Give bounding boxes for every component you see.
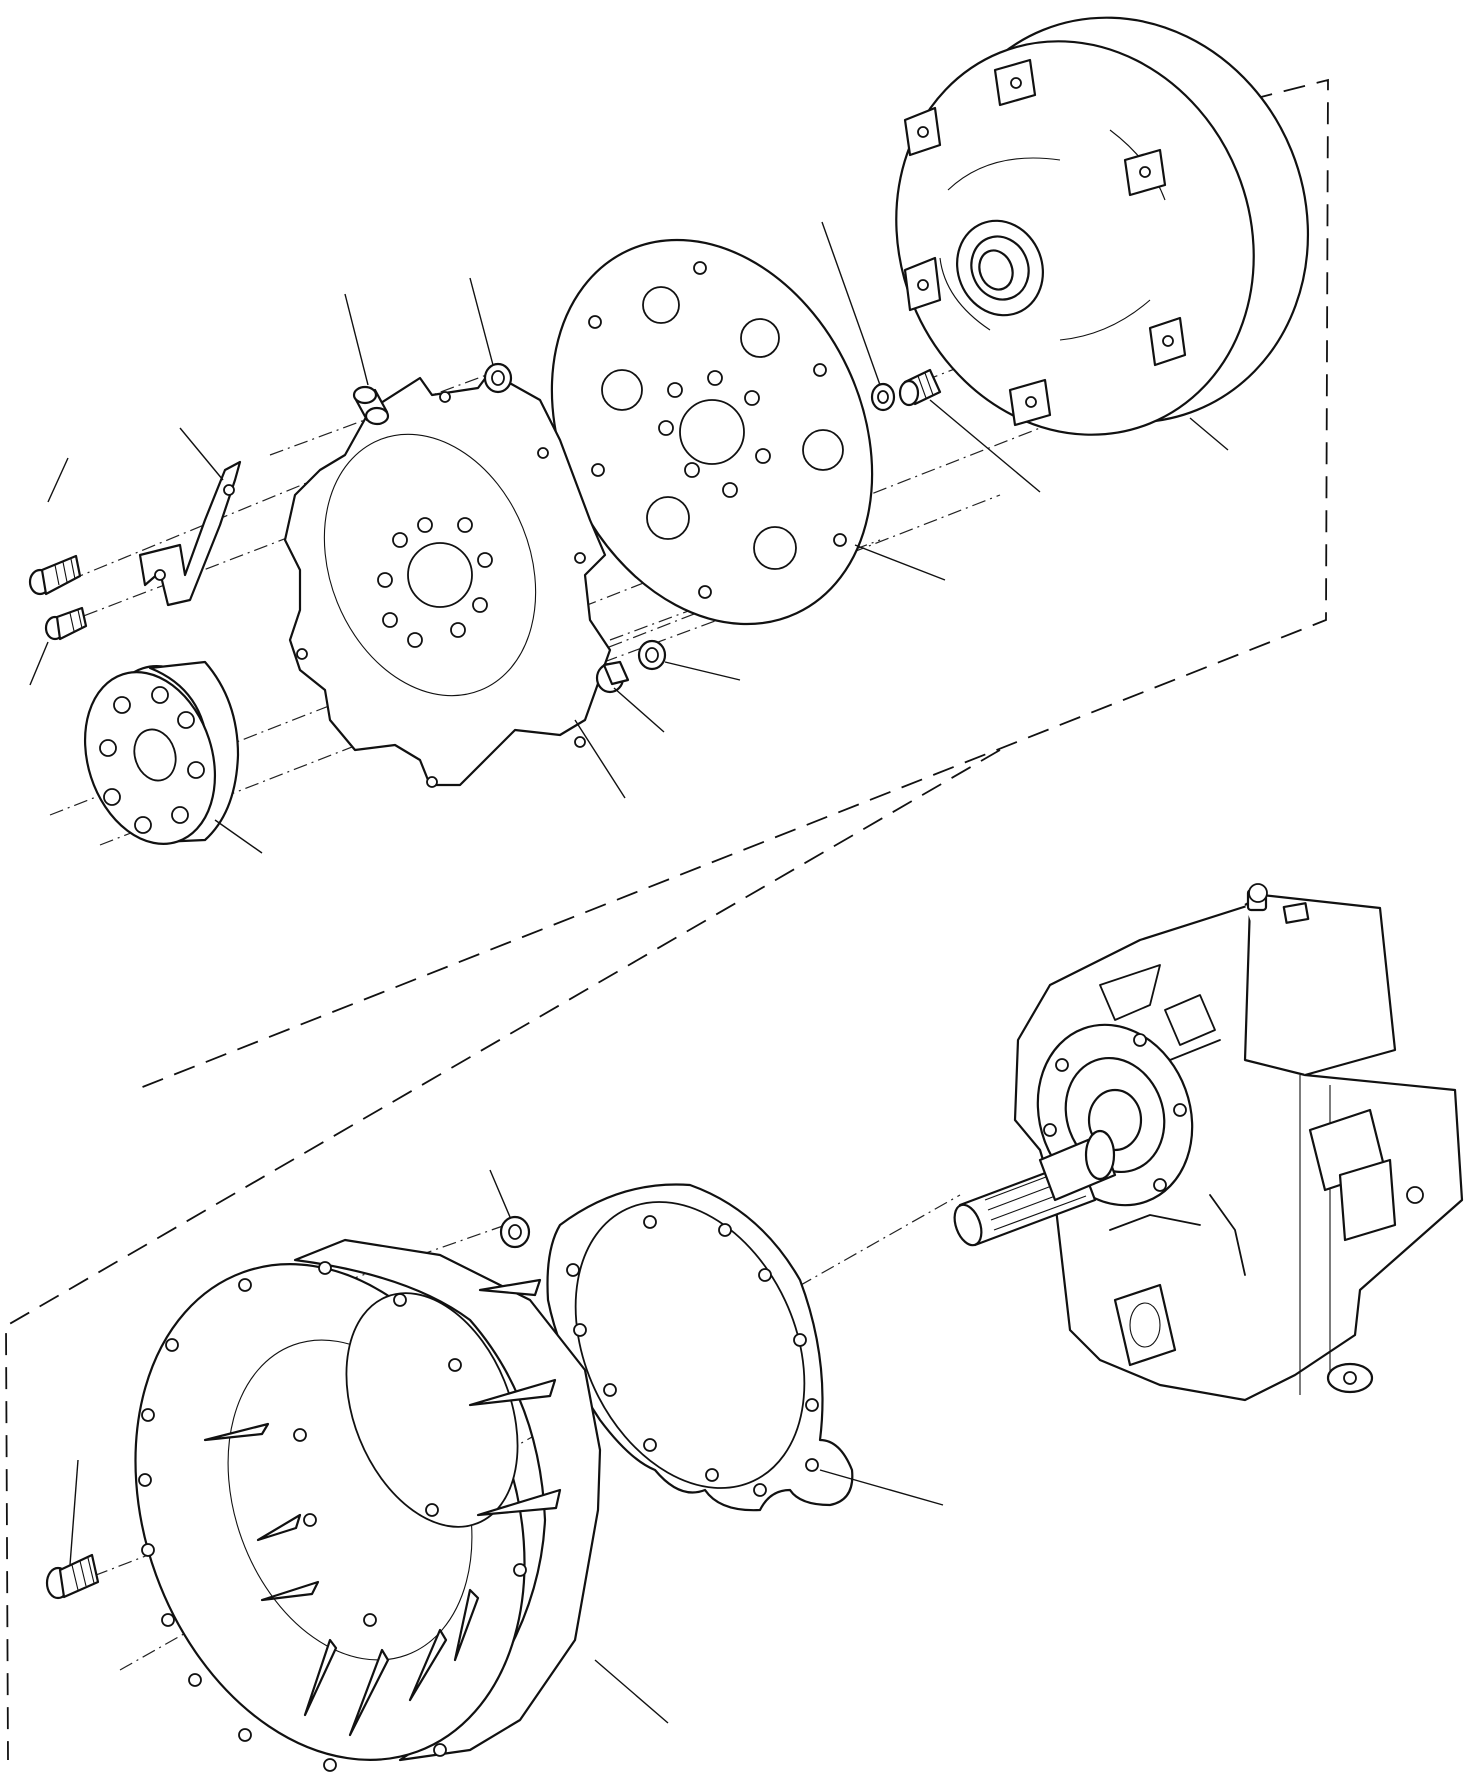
phantom-boundary-lines [5,78,1329,1761]
gasket [546,1183,854,1512]
washer-converter [870,382,896,412]
leader-lines [29,221,1229,1724]
washer-flexplate [637,639,667,671]
transmission-housing [953,883,1464,1402]
bolt-flexplate [595,660,630,694]
drive-plate [283,370,612,788]
bolt-converter [898,368,942,407]
bracket [138,460,242,607]
bolt-upper-left-2 [44,606,88,641]
coupling-hub [83,660,240,845]
bolt-upper-left-1 [28,554,82,596]
flywheel-housing [134,1238,602,1772]
nut-lower [499,1215,531,1249]
bolt-lower [45,1553,100,1600]
nut-upper [483,362,513,394]
torque-converter [895,16,1310,436]
spacer-sleeve [352,385,390,426]
